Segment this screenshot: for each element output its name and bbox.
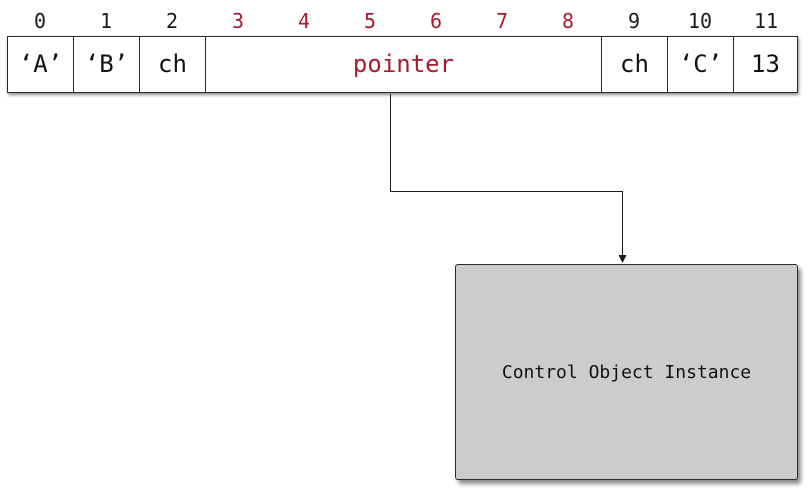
cell-char-c: ‘C’ <box>668 37 734 92</box>
index-label-0: 0 <box>33 9 47 33</box>
cell-number: 13 <box>751 50 780 78</box>
control-object-instance-box: Control Object Instance <box>455 264 798 480</box>
index-label-2: 2 <box>165 9 179 33</box>
cell-pointer: pointer <box>206 37 602 92</box>
index-label-1: 1 <box>99 9 113 33</box>
control-object-instance-label: Control Object Instance <box>501 361 752 383</box>
cell-ch-first: ch <box>140 37 206 92</box>
index-label-8: 8 <box>561 9 575 33</box>
index-label-7: 7 <box>495 9 509 33</box>
index-label-9: 9 <box>627 9 641 33</box>
index-label-10: 10 <box>687 9 713 33</box>
cell-char-b: ‘B’ <box>74 37 140 92</box>
index-label-5: 5 <box>363 9 377 33</box>
index-label-4: 4 <box>297 9 311 33</box>
cell-char-a: ‘A’ <box>8 37 74 92</box>
index-label-6: 6 <box>429 9 443 33</box>
index-label-11: 11 <box>753 9 779 33</box>
memory-layout-row: ‘A’ ‘B’ ch pointer ch ‘C’ 13 <box>7 36 798 93</box>
cell-ch-second: ch <box>602 37 668 92</box>
index-label-3: 3 <box>231 9 245 33</box>
